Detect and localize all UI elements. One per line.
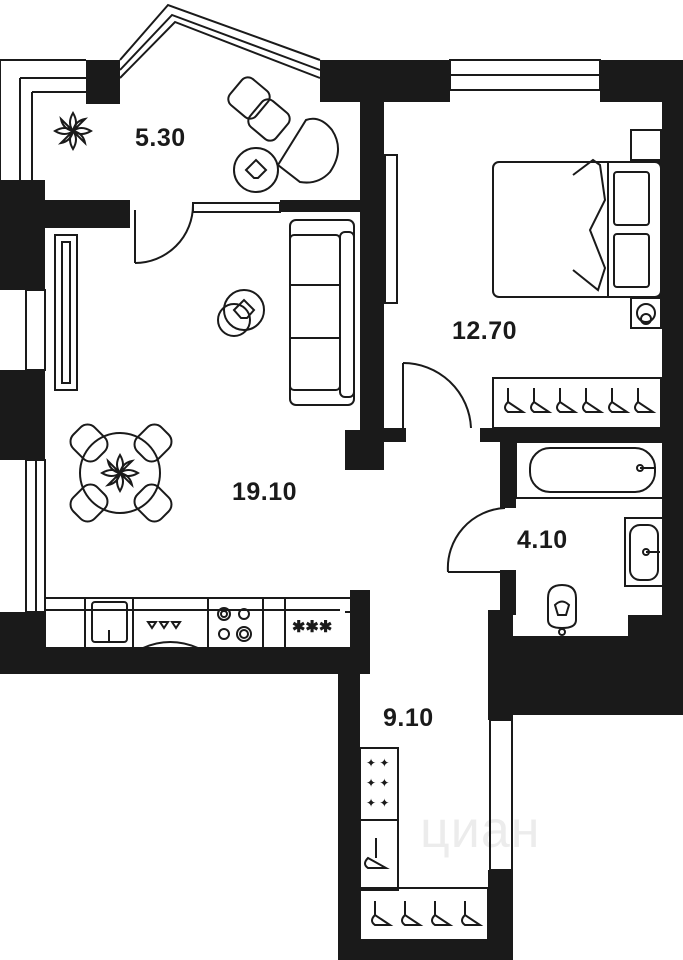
doors: [134, 202, 506, 613]
svg-text:✦ ✦: ✦ ✦: [366, 776, 389, 790]
bathroom-fixtures: [515, 441, 664, 636]
living-kitchen-area: 19.10: [232, 478, 298, 506]
svg-text:✦ ✦: ✦ ✦: [366, 796, 389, 810]
kitchen-asterisks: ✱✱✱: [292, 619, 332, 636]
hallway-asterisks: ✦ ✦ ✦ ✦ ✦ ✦: [366, 756, 389, 810]
walls: [0, 60, 683, 960]
kitchen-counter: [44, 597, 356, 649]
svg-text:✱✱✱: ✱✱✱: [292, 619, 332, 636]
svg-text:✦ ✦: ✦ ✦: [366, 756, 389, 770]
windows: [0, 3, 601, 871]
balcony-area: 5.30: [135, 124, 186, 152]
hallway-wardrobe: [359, 747, 489, 941]
balcony-furniture: [53, 76, 339, 193]
bathroom-area: 4.10: [517, 526, 568, 554]
watermark-logo: циан: [420, 801, 541, 859]
bedroom-furniture: [384, 129, 662, 429]
bedroom-area: 12.70: [452, 317, 518, 345]
hallway-area: 9.10: [383, 704, 434, 732]
living-furniture: [54, 219, 355, 523]
